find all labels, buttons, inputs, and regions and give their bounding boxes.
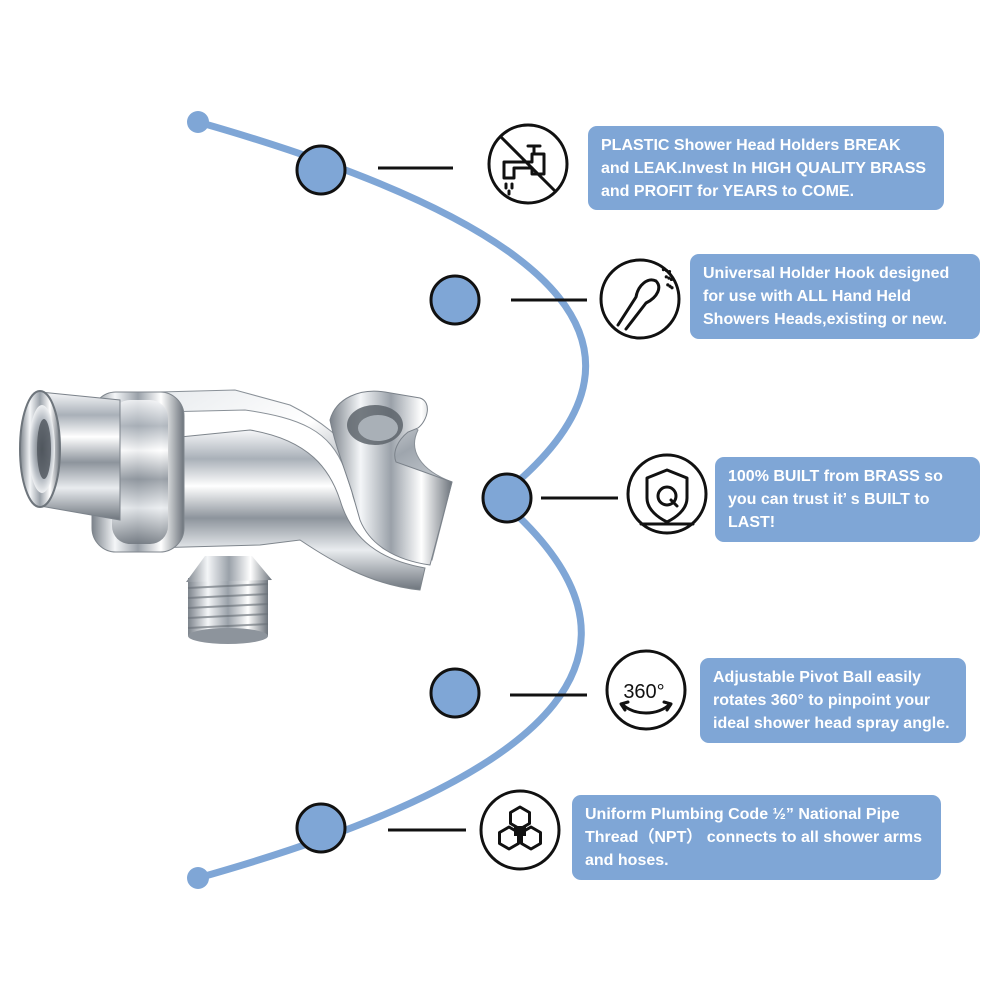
feature-text-box: Uniform Plumbing Code ½” National Pipe T… [572,795,941,880]
feature-text-box: Universal Holder Hook designed for use w… [690,254,980,339]
arc-endpoint-top [187,111,209,133]
timeline-node [429,667,481,719]
rotate-360-icon: 360° [605,649,687,731]
rotate-360-label: 360° [623,681,664,703]
arc-endpoint-bottom [187,867,209,889]
quality-shield-icon [626,453,708,535]
feature-text-box: Adjustable Pivot Ball easily rotates 360… [700,658,966,743]
feature-text: 100% BUILT from BRASS so you can trust i… [728,468,943,531]
feature-text-box: 100% BUILT from BRASS so you can trust i… [715,457,980,542]
timeline-node [295,144,347,196]
feature-text: PLASTIC Shower Head Holders BREAK and LE… [601,136,927,200]
hand-shower-icon [599,258,681,340]
feature-text-box: PLASTIC Shower Head Holders BREAK and LE… [588,126,944,210]
feature-text: Uniform Plumbing Code ½” National Pipe T… [585,806,922,869]
timeline-node [429,274,481,326]
timeline-node [295,802,347,854]
threaded-pipe [186,556,272,644]
hexagon-cluster-icon [479,789,561,871]
feature-text: Universal Holder Hook designed for use w… [703,265,950,328]
no-faucet-icon [487,123,569,205]
feature-text: Adjustable Pivot Ball easily rotates 360… [713,669,950,732]
timeline-node [481,472,533,524]
shower-arm-mount-image [19,389,453,644]
